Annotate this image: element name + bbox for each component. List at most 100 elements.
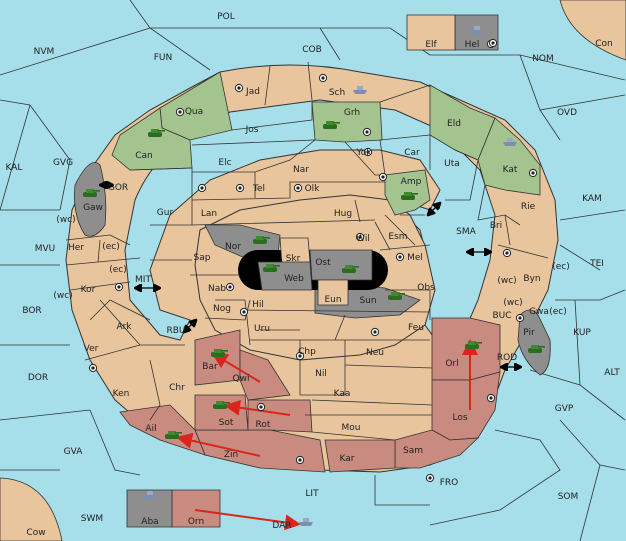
label-gvp: GVP <box>555 404 574 414</box>
svg-text:Chr: Chr <box>169 383 185 393</box>
svg-text:Bar: Bar <box>202 362 218 372</box>
label-gor: GOR <box>108 183 128 193</box>
province-sam[interactable] <box>394 429 480 469</box>
svg-text:Jos: Jos <box>245 125 259 135</box>
label-gva: GVA <box>64 447 84 457</box>
green-territories <box>111 71 541 216</box>
svg-text:Gwa: Gwa <box>529 307 549 317</box>
svg-text:(wc): (wc) <box>503 298 522 308</box>
svg-text:Hel: Hel <box>465 40 480 50</box>
svg-text:Hug: Hug <box>334 209 352 219</box>
svg-text:Grh: Grh <box>344 108 360 118</box>
province-ost[interactable] <box>309 249 373 281</box>
label-tei: TEI <box>589 259 604 269</box>
label-alt: ALT <box>604 368 620 378</box>
svg-text:Nil: Nil <box>315 369 327 379</box>
label-fro: FRO <box>440 478 459 488</box>
svg-text:Ken: Ken <box>113 389 130 399</box>
label-cow: Cow <box>26 528 45 538</box>
label-rbu: RBU <box>166 326 185 336</box>
svg-text:Orl: Orl <box>445 359 458 369</box>
svg-text:Web: Web <box>284 274 304 284</box>
province-labels: Jad Sch Qua Jos Grh Can Eld Yok Car Elc … <box>68 40 549 527</box>
label-dar: DAR <box>272 521 291 531</box>
label-kam: KAM <box>582 194 602 204</box>
label-con: Con <box>595 39 613 49</box>
svg-text:Mel: Mel <box>407 253 423 263</box>
province-qwi[interactable] <box>239 349 291 401</box>
label-mit: MIT <box>135 275 151 285</box>
province-kar[interactable] <box>324 439 396 473</box>
label-ovd: OVD <box>557 108 577 118</box>
svg-text:Chp: Chp <box>298 347 316 357</box>
province-kat[interactable] <box>477 117 541 196</box>
svg-text:Ver: Ver <box>84 344 99 354</box>
svg-text:Uru: Uru <box>254 324 270 334</box>
svg-text:Nog: Nog <box>213 304 231 314</box>
coast-tags: (wc) (ec) (ec) (wc) (wc) (ec) (wc) (ec) <box>53 215 569 317</box>
province-orl[interactable] <box>431 317 501 381</box>
svg-text:Hil: Hil <box>252 300 264 310</box>
svg-text:Kor: Kor <box>81 285 96 295</box>
label-fun: FUN <box>154 53 173 63</box>
svg-text:(wc): (wc) <box>497 276 516 286</box>
label-kal: KAL <box>6 163 23 173</box>
svg-text:Gur: Gur <box>157 208 174 218</box>
svg-text:Ail: Ail <box>145 424 156 434</box>
central-cluster <box>257 237 373 306</box>
svg-text:Pir: Pir <box>523 328 535 338</box>
label-pol: POL <box>217 12 235 22</box>
sea-labels: POL NVM FUN COB NOM Con OVD KAL GVG KAM … <box>6 12 621 538</box>
province-eun[interactable] <box>317 279 349 306</box>
label-nvm: NVM <box>34 47 55 57</box>
svg-text:Sam: Sam <box>403 446 423 456</box>
label-lit: LIT <box>305 489 319 499</box>
province-pir[interactable] <box>517 309 551 376</box>
svg-text:(ec): (ec) <box>549 307 567 317</box>
label-cob: COB <box>302 45 322 55</box>
svg-text:Ark: Ark <box>116 322 132 332</box>
svg-text:Her: Her <box>68 243 84 253</box>
svg-text:Olk: Olk <box>305 184 321 194</box>
svg-text:Nar: Nar <box>293 165 309 175</box>
svg-text:Sch: Sch <box>329 88 345 98</box>
svg-text:Kar: Kar <box>340 454 355 464</box>
svg-text:Kaa: Kaa <box>334 389 351 399</box>
svg-text:Qwi: Qwi <box>233 374 250 384</box>
svg-text:Tel: Tel <box>252 184 265 194</box>
svg-text:Nor: Nor <box>225 242 241 252</box>
svg-text:Esm: Esm <box>388 232 407 242</box>
label-bor: BOR <box>22 306 41 316</box>
svg-text:Aba: Aba <box>141 517 158 527</box>
svg-text:Los: Los <box>452 413 467 423</box>
svg-text:Skr: Skr <box>286 254 301 264</box>
svg-text:Amp: Amp <box>401 177 422 187</box>
province-can[interactable] <box>111 107 193 171</box>
svg-text:Orn: Orn <box>188 517 204 527</box>
svg-text:Lan: Lan <box>201 209 217 219</box>
svg-text:Zin: Zin <box>224 450 238 460</box>
svg-text:Rie: Rie <box>521 202 536 212</box>
svg-text:Yok: Yok <box>355 148 372 158</box>
label-gvg: GVG <box>53 158 73 168</box>
svg-text:Gaw: Gaw <box>83 203 103 213</box>
svg-text:Jad: Jad <box>245 87 260 97</box>
svg-text:Car: Car <box>404 148 420 158</box>
svg-text:Eun: Eun <box>324 295 341 305</box>
label-som: SOM <box>558 492 579 502</box>
svg-text:Neu: Neu <box>366 348 384 358</box>
svg-text:(wc): (wc) <box>56 215 75 225</box>
svg-text:(ec): (ec) <box>102 242 120 252</box>
label-buc: BUC <box>492 311 511 321</box>
svg-text:Sun: Sun <box>359 296 376 306</box>
svg-text:(ec): (ec) <box>109 265 127 275</box>
province-elf[interactable] <box>406 14 456 51</box>
province-gaw[interactable] <box>74 162 107 237</box>
province-aba[interactable] <box>126 489 173 528</box>
svg-text:Uta: Uta <box>444 159 460 169</box>
label-kup: KUP <box>573 328 591 338</box>
svg-text:Elf: Elf <box>425 40 437 50</box>
svg-text:Rot: Rot <box>256 420 271 430</box>
svg-text:Elc: Elc <box>218 158 231 168</box>
